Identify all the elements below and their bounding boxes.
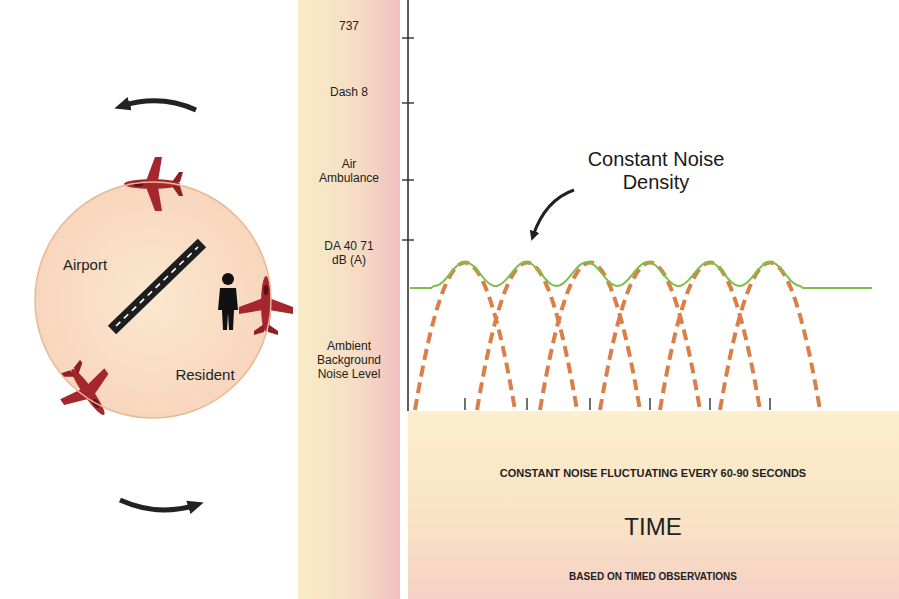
- area-label: Resident: [165, 366, 245, 383]
- scale-label: Dash 8: [304, 86, 394, 100]
- time-axis-panel: CONSTANT NOISE FLUCTUATING EVERY 60-90 S…: [408, 411, 899, 599]
- direction-arrow: [120, 500, 196, 510]
- circle-outline: [33, 180, 273, 420]
- noise-event-curve: [415, 263, 820, 411]
- direction-arrow: [122, 101, 196, 110]
- noise-density-line: [410, 262, 872, 288]
- runway: [112, 243, 202, 330]
- axis-ticks: [402, 38, 770, 410]
- noise-scale-band: 737Dash 8 Air Ambulance DA 40 71 dB (A) Amb…: [298, 0, 400, 599]
- plane-icon: [48, 351, 126, 430]
- area-label: Airport: [45, 256, 125, 273]
- callout-arrow: [533, 190, 574, 236]
- scale-label: DA 40 71 dB (A): [316, 240, 382, 268]
- scale-label: 737: [304, 20, 394, 34]
- axis-title: TIME: [418, 513, 888, 541]
- scale-label: Ambient Background Noise Level: [308, 340, 390, 381]
- axis-note: BASED ON TIMED OBSERVATIONS: [418, 571, 888, 583]
- scale-label: Air Ambulance: [312, 158, 386, 186]
- y-axis: [407, 0, 409, 411]
- noise-event-curve: [540, 263, 640, 411]
- axis-note: CONSTANT NOISE FLUCTUATING EVERY 60-90 S…: [418, 467, 888, 480]
- plane-icon: [239, 276, 293, 335]
- airport-pattern-circle: AirportResident: [33, 180, 273, 420]
- resident-figure: [218, 273, 238, 330]
- callout-label: Constant Noise Density: [578, 148, 734, 194]
